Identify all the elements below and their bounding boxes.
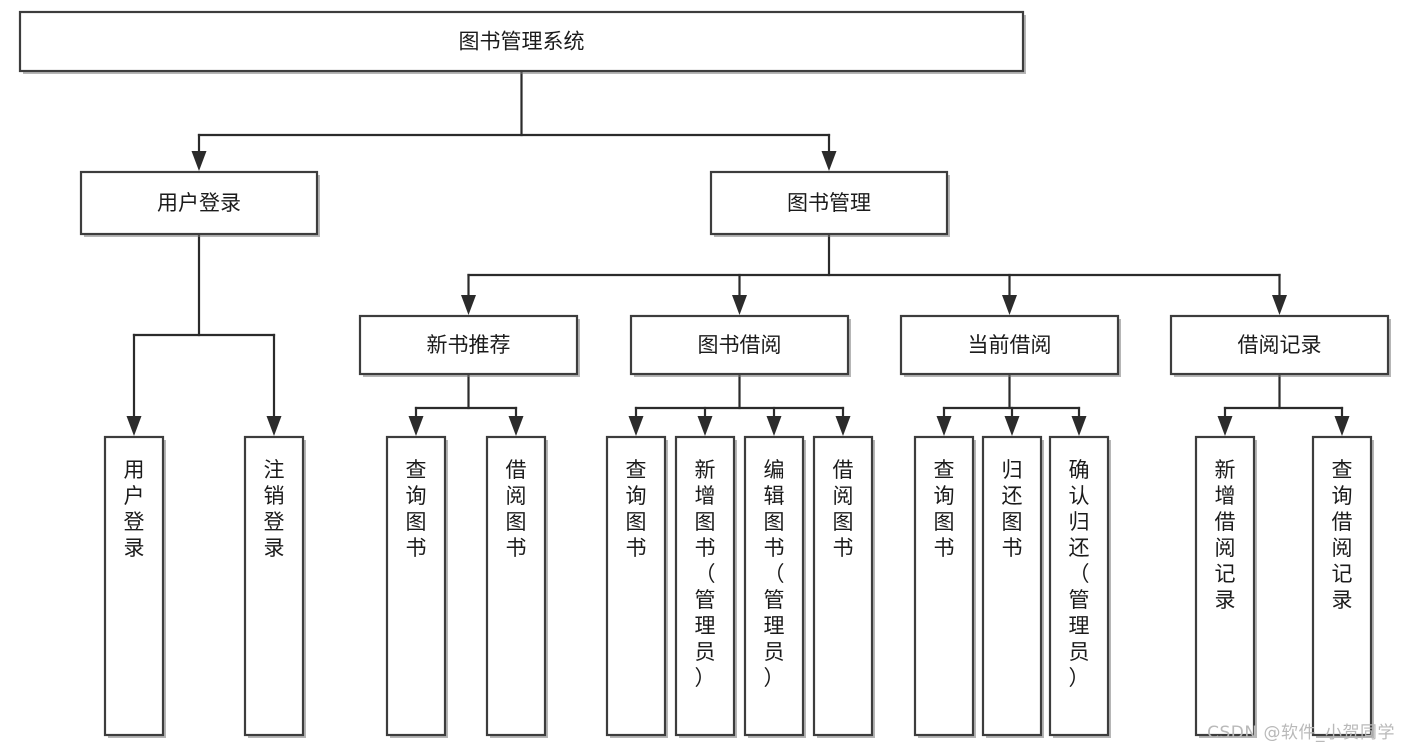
edge-group-user-login [126, 232, 282, 436]
arrow-head-icon [697, 416, 713, 436]
node-rect [674, 435, 736, 737]
node-rect [812, 435, 874, 737]
node-label: 用户登录 [157, 191, 241, 215]
node-leaf-borrow-book[interactable]: 借阅图书 [812, 435, 875, 738]
arrow-head-icon [821, 151, 837, 171]
node-label: 当前借阅 [968, 333, 1052, 357]
node-label: 注销登录 [264, 458, 285, 560]
node-rect [103, 435, 165, 737]
edge-group-borrow-record [1217, 372, 1350, 436]
node-leaf-add-record[interactable]: 新增借阅记录 [1194, 435, 1257, 738]
arrow-head-icon [1004, 416, 1020, 436]
node-user-login[interactable]: 用户登录 [79, 170, 320, 237]
node-leaf-user-login[interactable]: 用户登录 [103, 435, 166, 738]
arrow-head-icon [1217, 416, 1233, 436]
nodes-layer: 图书管理系统用户登录图书管理新书推荐图书借阅当前借阅借阅记录用户登录注销登录查询… [18, 10, 1391, 738]
node-label: 图书管理 [787, 191, 871, 215]
node-label: 查询图书 [934, 458, 955, 560]
node-label: 查询图书 [626, 458, 647, 560]
node-rect [1169, 314, 1390, 376]
arrow-head-icon [191, 151, 207, 171]
node-label: 编辑图书（管理员） [764, 458, 785, 690]
edge-group-current-borrow [936, 372, 1087, 436]
node-leaf-query-book-rec[interactable]: 查询图书 [385, 435, 448, 738]
node-leaf-confirm-return[interactable]: 确认归还（管理员） [1048, 435, 1111, 738]
arrow-head-icon [732, 295, 747, 315]
arrow-head-icon [508, 416, 524, 436]
node-rect [18, 10, 1025, 73]
node-leaf-query-book-borrow[interactable]: 查询图书 [605, 435, 668, 738]
node-rect [243, 435, 305, 737]
edges-layer [126, 69, 1350, 436]
arrow-head-icon [408, 416, 424, 436]
node-label: 确认归还（管理员） [1069, 458, 1090, 690]
arrow-head-icon [1334, 416, 1350, 436]
node-label: 新增图书（管理员） [695, 458, 716, 690]
edge-group-book-borrow [628, 372, 851, 436]
node-rect [629, 314, 850, 376]
node-leaf-borrow-book-rec[interactable]: 借阅图书 [485, 435, 548, 738]
node-label: 归还图书 [1002, 458, 1023, 560]
node-label: 借阅图书 [506, 458, 527, 560]
arrow-head-icon [461, 295, 476, 315]
node-leaf-user-logout[interactable]: 注销登录 [243, 435, 306, 738]
node-rect [1311, 435, 1373, 737]
node-label: 图书借阅 [698, 333, 782, 357]
arrow-head-icon [835, 416, 851, 436]
node-rect [899, 314, 1120, 376]
node-leaf-return-book[interactable]: 归还图书 [981, 435, 1044, 738]
node-rect [1194, 435, 1256, 737]
node-rect [1048, 435, 1110, 737]
node-leaf-edit-book[interactable]: 编辑图书（管理员） [743, 435, 806, 738]
node-borrow-record[interactable]: 借阅记录 [1169, 314, 1391, 377]
arrow-head-icon [936, 416, 952, 436]
edge-group-new-book-rec [408, 372, 524, 436]
node-rect [358, 314, 579, 376]
node-rect [385, 435, 447, 737]
node-label: 用户登录 [124, 458, 145, 560]
node-rect [981, 435, 1043, 737]
node-book-manage[interactable]: 图书管理 [709, 170, 950, 237]
arrow-head-icon [1071, 416, 1087, 436]
node-leaf-add-book[interactable]: 新增图书（管理员） [674, 435, 737, 738]
node-rect [743, 435, 805, 737]
node-current-borrow[interactable]: 当前借阅 [899, 314, 1121, 377]
node-label: 借阅记录 [1238, 333, 1322, 357]
node-rect [79, 170, 319, 236]
node-root[interactable]: 图书管理系统 [18, 10, 1026, 74]
node-new-book-rec[interactable]: 新书推荐 [358, 314, 580, 377]
node-label: 新书推荐 [427, 333, 511, 357]
edge-group-root [191, 69, 837, 171]
node-label: 新增借阅记录 [1215, 458, 1236, 612]
arrow-head-icon [628, 416, 644, 436]
node-rect [605, 435, 667, 737]
node-label: 借阅图书 [833, 458, 854, 560]
arrow-head-icon [266, 416, 282, 436]
node-label: 查询借阅记录 [1332, 458, 1353, 612]
node-label: 查询图书 [406, 458, 427, 560]
edge-group-book-manage [461, 232, 1287, 315]
arrow-head-icon [1002, 295, 1017, 315]
arrow-head-icon [766, 416, 782, 436]
node-leaf-query-record[interactable]: 查询借阅记录 [1311, 435, 1374, 738]
arrow-head-icon [1272, 295, 1287, 315]
node-book-borrow[interactable]: 图书借阅 [629, 314, 851, 377]
node-rect [709, 170, 949, 236]
arrow-head-icon [126, 416, 142, 436]
node-rect [913, 435, 975, 737]
node-leaf-query-book-cur[interactable]: 查询图书 [913, 435, 976, 738]
node-label: 图书管理系统 [459, 30, 585, 54]
node-rect [485, 435, 547, 737]
